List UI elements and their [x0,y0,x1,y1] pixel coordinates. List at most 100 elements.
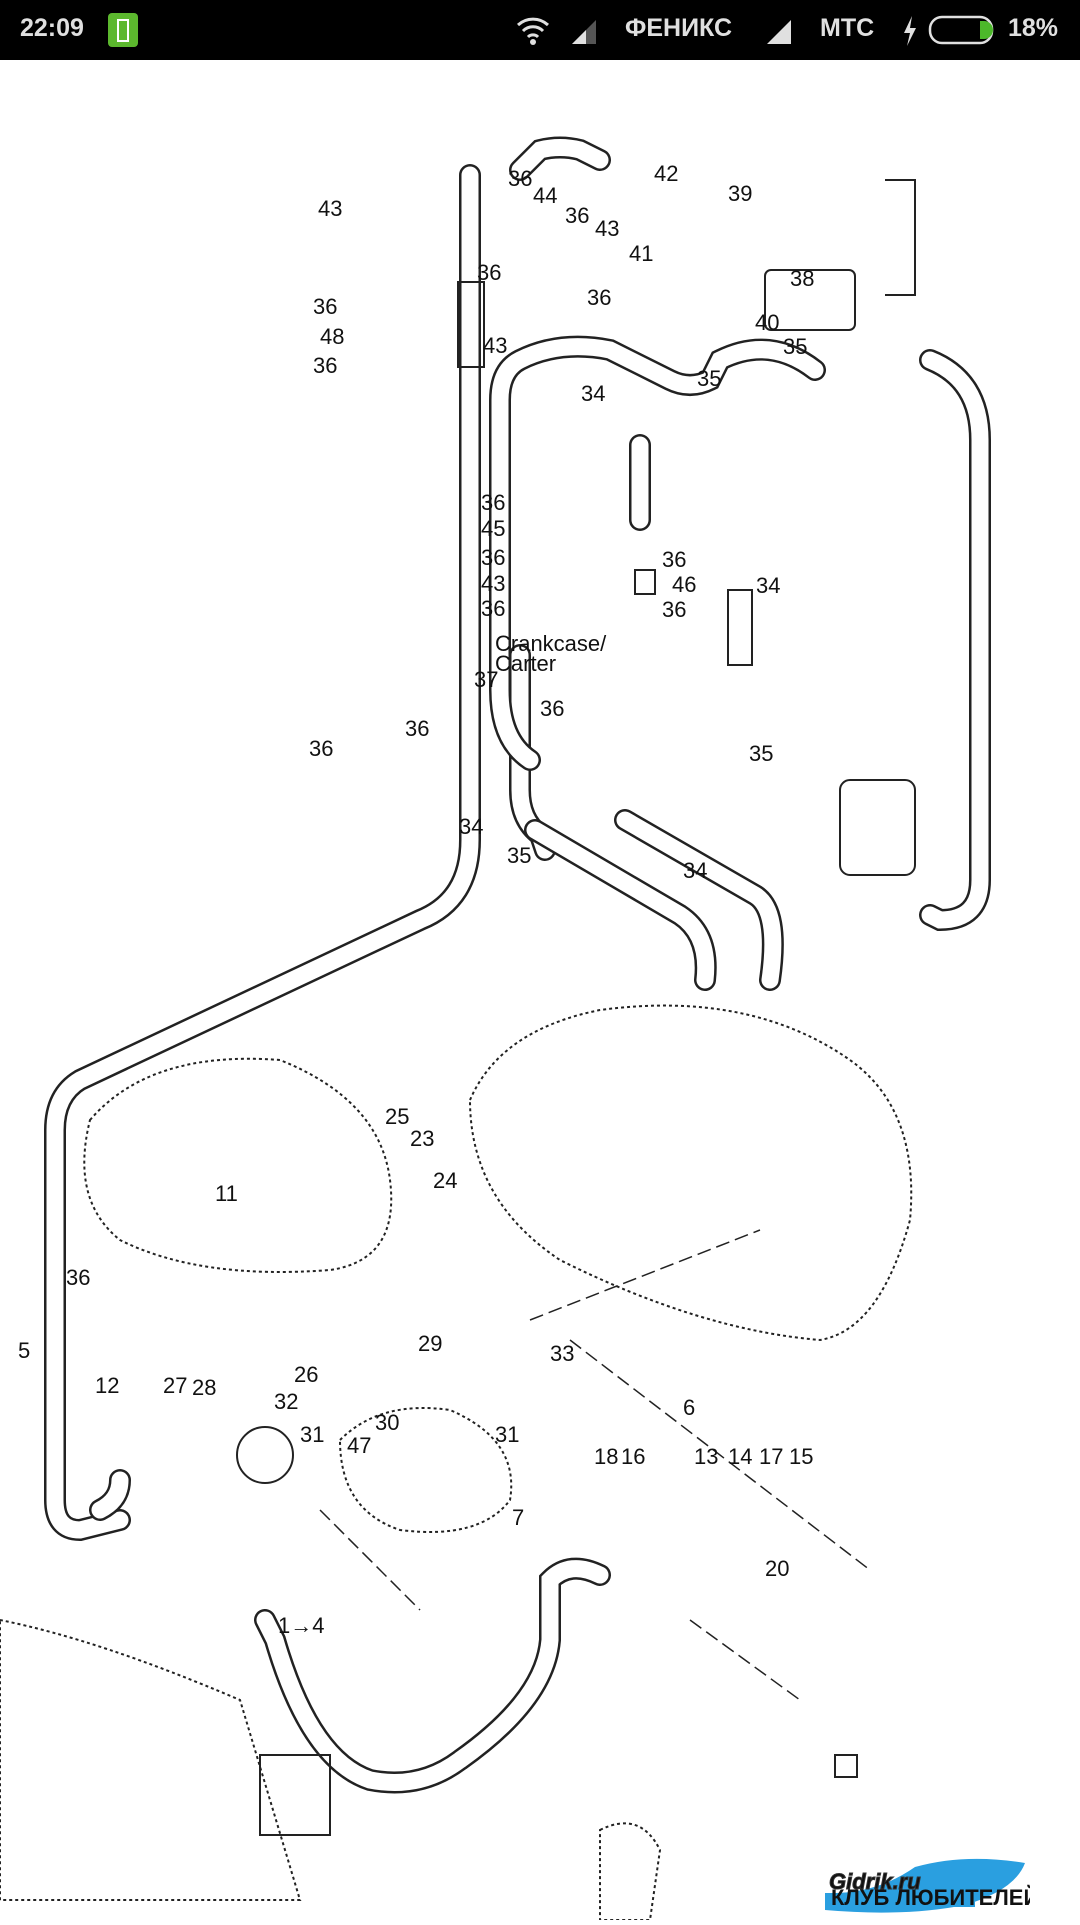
reference-line [529,1229,761,1321]
callout-label: 14 [728,1444,752,1469]
hose [526,821,715,989]
callout-label: 13 [694,1444,718,1469]
callout-label: 35 [783,334,807,359]
battery-icon [928,15,994,45]
hose [921,351,989,929]
callout-label: 34 [756,573,780,598]
component-outline [599,1822,662,1921]
hose [511,139,609,179]
signal-icon [572,20,596,44]
callout-label: 17 [759,1444,783,1469]
callout-label: 43 [483,333,507,358]
callout-label: 1→4 [278,1613,324,1638]
component-outline [338,1407,513,1533]
callout-label: 36 [662,547,686,572]
callout-label: 35 [749,741,773,766]
ring-11 [236,1426,294,1484]
callout-label: 5 [18,1338,30,1363]
callout-label: 28 [192,1375,216,1400]
hose [616,811,782,989]
callout-label: 42 [654,161,678,186]
callout-label: 25 [385,1104,409,1129]
callout-label: 26 [294,1362,318,1387]
callout-label: 40 [755,310,779,335]
callout-label: 32 [274,1389,298,1414]
status-bar: 22:09 ФЕНИКС МТС 18% [0,0,1080,60]
grommet-13 [834,1754,858,1778]
bracket [885,179,916,296]
callout-label: 36 [405,716,429,741]
filter-46 [727,589,753,666]
callout-label: 44 [533,183,557,208]
callout-label: 27 [163,1373,187,1398]
callout-label: 37 [474,667,498,692]
callout-label: 36 [565,203,589,228]
charging-icon [904,16,916,46]
callout-label: 24 [433,1168,457,1193]
carrier-2: МТС [820,14,875,42]
callout-label: 43 [481,571,505,596]
hose [46,166,479,1539]
callout-label: 36 [481,545,505,570]
component-outline [468,1004,913,1342]
callout-label: 36 [662,597,686,622]
hose-outline [44,164,481,1542]
clock: 22:09 [20,14,84,42]
callout-label: 36 [66,1265,90,1290]
callout-label: 36 [313,353,337,378]
carrier-1: ФЕНИКС [625,14,733,42]
valve-body [764,269,856,331]
callout-label: 36 [481,490,505,515]
watermark-brand: Gidrik.ru [829,1869,921,1894]
callout-label: 34 [581,381,605,406]
callout-label: 36 [508,166,532,191]
reference-line [319,1509,421,1611]
connector-45 [634,569,656,595]
component-outline [0,1618,302,1901]
callout-label: Carter [495,651,556,676]
callout-label: 39 [728,181,752,206]
filter-48 [457,281,485,368]
callout-label: 36 [540,696,564,721]
callout-label: 30 [375,1410,399,1435]
reference-line [569,1339,871,1571]
reference-line [689,1619,801,1701]
callout-label: 31 [495,1422,519,1447]
callout-label: 20 [765,1556,789,1581]
callout-label: 29 [418,1331,442,1356]
callout-label: Crankcase/ [495,631,607,656]
callout-label: 36 [587,285,611,310]
callout-label: 31 [300,1422,324,1447]
hose [256,1560,609,1791]
callout-label: 43 [318,196,342,221]
callout-label: 35 [507,843,531,868]
hose [491,338,824,769]
callout-label: 34 [683,858,707,883]
callout-label: 16 [621,1444,645,1469]
callout-label: 6 [683,1395,695,1420]
callout-label: 38 [790,266,814,291]
callout-label: 41 [629,241,653,266]
callout-label: 36 [313,294,337,319]
callout-label: 36 [309,736,333,761]
pump-body [839,779,916,876]
callout-label: 46 [672,572,696,597]
callout-label: 34 [459,814,483,839]
signal-icon [767,20,791,44]
callout-label: 18 [594,1444,618,1469]
battery-percent: 18% [1008,14,1059,42]
callout-label: 48 [320,324,344,349]
watermark-logo: Gidrik.ru КЛУБ ЛЮБИТЕЛЕЙ ГИДРОЦИКЛОВ [815,1855,1080,1915]
callout-label: 7 [512,1505,524,1530]
battery-saver-icon [108,13,138,47]
callout-label: 35 [697,366,721,391]
callout-label: 45 [481,516,505,541]
hose [91,1471,129,1519]
callout-label: 12 [95,1373,119,1398]
component-outline [83,1057,393,1273]
wifi-icon [516,17,550,45]
callout-label: 43 [595,216,619,241]
watermark-tagline: КЛУБ ЛЮБИТЕЛЕЙ ГИДРОЦИКЛОВ [831,1885,1030,1910]
